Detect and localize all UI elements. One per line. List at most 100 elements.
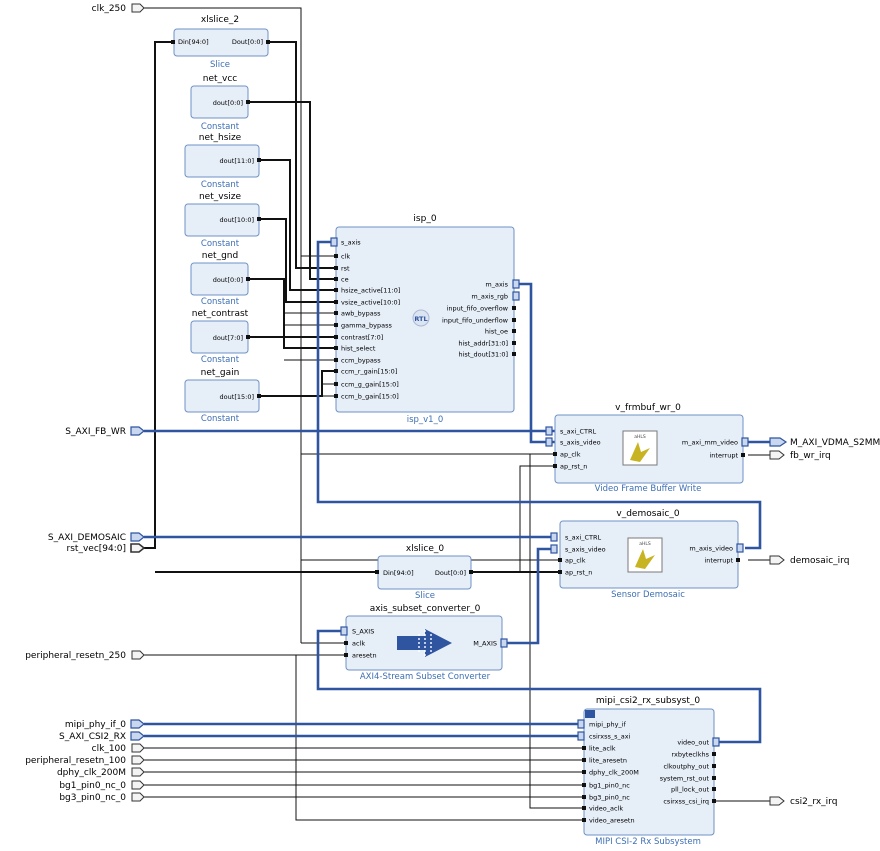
demosaic-pin-out: interrupt <box>705 557 734 565</box>
block-title: isp_0 <box>413 214 436 224</box>
rtl-badge-icon <box>412 309 430 327</box>
pin-marker <box>246 335 250 339</box>
block-xlslice-0[interactable]: xlslice_0 Din[94:0] Dout[0:0] Slice <box>375 544 473 601</box>
pin-marker <box>334 323 338 327</box>
hls-logo-text: aHLS <box>639 541 651 547</box>
bus-pin-marker <box>550 532 558 542</box>
pin-marker <box>334 346 338 350</box>
block-axis-subset-converter-0[interactable]: axis_subset_converter_0 S_AXISaclkareset… <box>340 604 508 682</box>
port-s-axi-csi2-rx: S_AXI_CSI2_RX <box>59 732 126 742</box>
block-v-frmbuf-wr-0[interactable]: v_frmbuf_wr_0 aHLS s_axi_CTRLs_axis_vide… <box>545 403 749 494</box>
converter-arrow-icon <box>397 629 452 657</box>
converter-pin-in: aresetn <box>352 652 377 660</box>
block-net-gain[interactable]: net_gain dout[15:0] Constant <box>184 368 261 424</box>
mipi-pin-in: lite_aresetn <box>589 757 627 765</box>
port-mipi-phy-if-0: mipi_phy_if_0 <box>65 720 126 730</box>
pin-din: Din[94:0] <box>383 569 414 577</box>
isp-pin-in: ccm_g_gain[15:0] <box>341 381 399 389</box>
port-s-axi-demosaic: S_AXI_DEMOSAIC <box>48 533 126 543</box>
isp-pin-in: hist_select <box>341 345 376 353</box>
isp-pin-in: vsize_active[10:0] <box>341 299 400 307</box>
block-title: xlslice_0 <box>406 544 445 554</box>
block-title: net_contrast <box>192 309 249 319</box>
pin-marker <box>512 329 516 333</box>
bus-pin-marker <box>577 731 585 741</box>
isp-pin-in: ccm_bypass <box>341 357 381 365</box>
mipi-pin-in: video_aclk <box>589 805 623 813</box>
hls-logo-shape <box>635 549 655 569</box>
port-csi2-rx-irq: csi2_rx_irq <box>790 797 837 807</box>
pin-marker <box>334 254 338 258</box>
rtl-badge: RTL <box>414 315 427 323</box>
block-net-hsize[interactable]: net_hsize dout[11:0] Constant <box>184 133 261 190</box>
pin-marker <box>553 464 557 468</box>
pin-marker <box>558 558 562 562</box>
block-title: axis_subset_converter_0 <box>370 604 481 614</box>
block-v-demosaic-0[interactable]: v_demosaic_0 aHLS s_axi_CTRLs_axis_video… <box>550 509 744 600</box>
bus-pin-marker <box>736 543 744 553</box>
isp-pin-in: ce <box>341 276 349 284</box>
pin-din: Din[94:0] <box>178 38 209 46</box>
pin-dout: Dout[0:0] <box>435 569 466 577</box>
block-title: v_frmbuf_wr_0 <box>615 403 681 413</box>
axi-buses <box>144 240 770 744</box>
bus-pin-marker <box>512 279 520 289</box>
block-mipi-csi2-rx-subsyst-0[interactable]: mipi_csi2_rx_subsyst_0 mipi_phy_ifcsirxs… <box>577 696 720 847</box>
isp-pin-out: hist_addr[31:0] <box>458 340 508 348</box>
pin-marker <box>171 40 175 44</box>
block-title: net_hsize <box>199 133 242 143</box>
port-s-axi-fb-wr: S_AXI_FB_WR <box>65 427 126 437</box>
isp-pin-in: gamma_bypass <box>341 322 392 330</box>
block-net-contrast[interactable]: net_contrast dout[7:0] Constant <box>190 309 250 365</box>
pin-marker <box>712 776 716 780</box>
port-demosaic-irq: demosaic_irq <box>790 556 849 566</box>
mipi-pin-in: mipi_phy_if <box>589 721 626 729</box>
frmbuf-pins: s_axi_CTRLs_axis_videoap_clkap_rst_nm_ax… <box>553 428 745 471</box>
block-title: v_demosaic_0 <box>616 509 680 519</box>
pin-marker <box>469 570 473 574</box>
block-xlslice-2[interactable]: xlslice_2 Din[94:0] Dout[0:0] Slice <box>171 15 270 70</box>
bus-pin-marker <box>741 437 749 447</box>
port-arrow <box>769 796 785 806</box>
pin-marker <box>334 394 338 398</box>
port-dphy-clk-200m: dphy_clk_200M <box>57 768 126 778</box>
pin-marker <box>334 277 338 281</box>
demosaic-pins: s_axi_CTRLs_axis_videoap_clkap_rst_nm_ax… <box>558 534 740 577</box>
bus-pin-marker <box>340 626 348 636</box>
pin-dout: dout[11:0] <box>220 157 254 165</box>
port-arrow <box>131 755 145 765</box>
isp-pin-in: ccm_b_gain[15:0] <box>341 393 399 401</box>
block-title: net_vsize <box>199 192 242 202</box>
mipi-pin-in: dphy_clk_200M <box>589 769 639 777</box>
port-arrow <box>131 3 145 13</box>
port-clk-100: clk_100 <box>92 744 127 754</box>
block-net-vsize[interactable]: net_vsize dout[10:0] Constant <box>184 192 261 249</box>
pin-marker <box>334 358 338 362</box>
pin-marker <box>334 266 338 270</box>
port-arrow <box>131 792 145 802</box>
pin-marker <box>582 783 586 787</box>
block-net-vcc[interactable]: net_vcc dout[0:0] Constant <box>190 74 250 132</box>
pin-dout: dout[10:0] <box>220 216 254 224</box>
port-arrow <box>769 555 785 565</box>
pin-marker <box>266 40 270 44</box>
mipi-pin-in: video_aresetn <box>589 817 635 825</box>
bus-pin-marker <box>545 426 553 436</box>
mipi-pin-out: csirxss_csi_irq <box>663 798 709 806</box>
block-subtitle: Slice <box>415 591 435 601</box>
pin-dout: dout[7:0] <box>213 334 243 342</box>
pin-marker <box>512 341 516 345</box>
pin-marker <box>334 288 338 292</box>
block-net-gnd[interactable]: net_gnd dout[0:0] Constant <box>190 251 250 307</box>
pin-marker <box>582 795 586 799</box>
block-isp-0[interactable]: isp_0 RTL s_axisclkrstcehsize_active[11:… <box>330 214 520 425</box>
port-arrow <box>769 450 785 460</box>
block-title: mipi_csi2_rx_subsyst_0 <box>596 696 700 706</box>
converter-pin-in: aclk <box>352 640 365 648</box>
pin-marker <box>582 818 586 822</box>
wires <box>144 7 770 821</box>
block-title: net_gnd <box>202 251 238 261</box>
mipi-pins: mipi_phy_ifcsirxss_s_axilite_aclklite_ar… <box>582 721 716 825</box>
